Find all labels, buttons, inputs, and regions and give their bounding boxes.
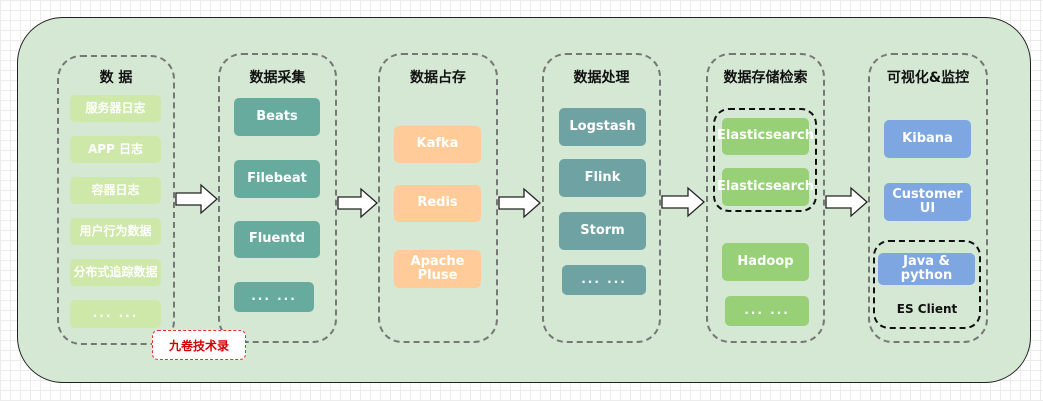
node-data-more: ... ... (70, 300, 161, 328)
column-data: 数 据 (57, 55, 175, 345)
arrow-right-icon (337, 187, 378, 219)
node-java-python: Java & python (878, 253, 975, 285)
column-process: 数据处理 (542, 53, 661, 343)
node-process-more: ... ... (562, 265, 646, 295)
arrow-right-icon (175, 183, 218, 215)
node-apache-pluse: Apache Pluse (394, 250, 481, 288)
node-server-log: 服务器日志 (70, 95, 161, 122)
column-collect: 数据采集 (218, 53, 337, 343)
node-logstash: Logstash (559, 108, 646, 146)
node-fluentd: Fluentd (234, 221, 320, 258)
node-beats: Beats (234, 98, 320, 136)
node-elasticsearch-2: Elasticsearch (717, 168, 814, 206)
column-process-title: 数据处理 (573, 70, 630, 86)
node-hadoop: Hadoop (722, 243, 809, 281)
node-customer-ui: Customer UI (884, 183, 971, 221)
arrow-right-icon (498, 187, 541, 219)
node-storage-more: ... ... (725, 296, 809, 326)
node-tracing-data: 分布式追踪数据 (70, 259, 161, 286)
node-app-log: APP 日志 (70, 136, 161, 163)
column-data-title: 数 据 (99, 70, 133, 86)
node-user-behavior: 用户行为数据 (70, 218, 161, 245)
column-storage-title: 数据存储检索 (723, 70, 808, 86)
node-kibana: Kibana (884, 120, 971, 158)
arrow-right-icon (661, 186, 705, 218)
node-redis: Redis (394, 185, 481, 222)
column-collect-title: 数据采集 (249, 70, 306, 86)
node-filebeat: Filebeat (234, 160, 320, 198)
column-visual-title: 可视化&监控 (886, 70, 970, 86)
node-container-log: 容器日志 (70, 177, 161, 204)
node-collect-more: ... ... (234, 282, 314, 312)
group-es-client (873, 240, 981, 329)
node-flink: Flink (559, 159, 646, 197)
es-client-label: ES Client (896, 302, 958, 316)
arrow-right-icon (825, 186, 868, 218)
column-buffer-title: 数据占存 (410, 70, 466, 86)
node-kafka: Kafka (394, 126, 481, 163)
node-storm: Storm (559, 212, 646, 250)
column-buffer: 数据占存 (378, 53, 498, 343)
column-storage: 数据存储检索 (706, 53, 825, 343)
column-visual: 可视化&监控 (868, 53, 988, 343)
node-elasticsearch-1: Elasticsearch (717, 118, 814, 155)
watermark-label: 九卷技术录 (152, 330, 246, 360)
group-elasticsearch (713, 108, 817, 212)
